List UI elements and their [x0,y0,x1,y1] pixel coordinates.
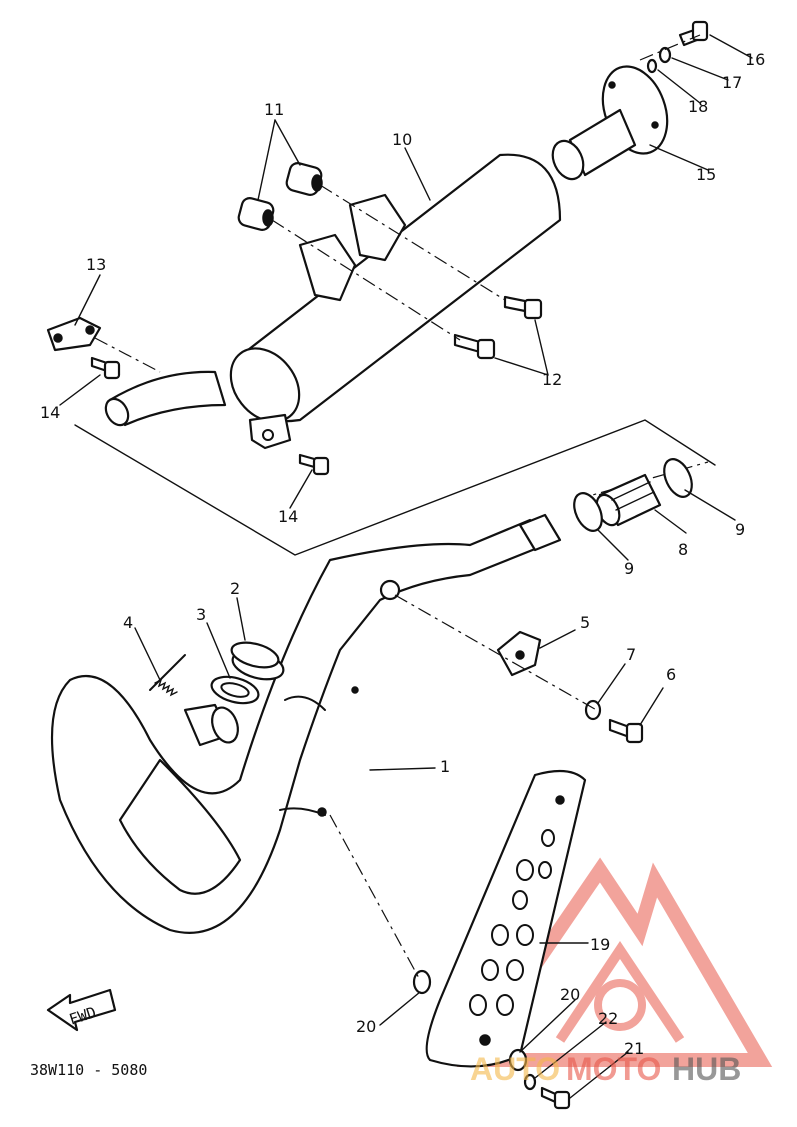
watermark-text: AUTO MOTO HUB [470,1051,741,1087]
callout-15: 15 [696,165,716,184]
callout-2: 2 [230,579,240,598]
forward-arrow-icon [46,988,117,1032]
grommet-part-20-right [508,1048,528,1072]
callout-12: 12 [542,370,562,389]
callout-11: 11 [264,100,284,119]
washer-part-7 [584,699,602,721]
watermark-moto: MOTO [566,1051,661,1087]
end-cap-part-15 [551,65,669,181]
callout-8: 8 [678,540,688,559]
callout-22: 22 [598,1009,618,1028]
screw-part-21 [540,1086,571,1110]
callout-18: 18 [688,97,708,116]
group-outline [74,419,716,556]
callout-1: 1 [440,757,450,776]
washer-part-17 [658,46,672,64]
silencer-part-10 [104,153,562,450]
callout-20-left: 20 [356,1017,376,1036]
bolt-part-6 [608,718,644,744]
callout-19: 19 [590,935,610,954]
callout-labels: 1 2 3 4 5 6 7 8 9 9 10 11 12 13 14 14 15… [40,50,765,1058]
callout-17: 17 [722,73,742,92]
callout-3: 3 [196,605,206,624]
washer-part-22 [523,1073,537,1091]
screw-part-16 [678,20,709,47]
callout-14-bottom: 14 [278,507,298,526]
exhaust-pipe-part-1 [50,513,562,934]
callout-6: 6 [666,665,676,684]
gasket-part-2 [230,641,285,681]
callout-10: 10 [392,130,412,149]
heat-protector-part-19 [425,769,587,1068]
diagram-code: 38W110 - 5080 [30,1061,147,1079]
callout-7: 7 [626,645,636,664]
spring-part-4 [149,654,239,747]
washer-part-18 [646,58,658,74]
bolt-part-12 [453,295,543,360]
callout-16: 16 [745,50,765,69]
callout-5: 5 [580,613,590,632]
callout-9-left: 9 [624,559,634,578]
clamp-part-9 [573,458,693,532]
callout-9-right: 9 [735,520,745,539]
gasket-part-3 [210,675,260,705]
damper-part-11 [237,162,323,231]
bracket-part-13 [46,316,102,352]
callout-13: 13 [86,255,106,274]
leader-lines [59,34,753,1099]
assembly-line-lower [394,594,601,713]
callout-4: 4 [123,613,133,632]
watermark-hub: HUB [672,1051,741,1087]
callout-21: 21 [624,1039,644,1058]
watermark-logo [456,857,773,1067]
bracket-part-5 [496,630,542,677]
callout-20-right: 20 [560,985,580,1004]
assembly-line-heat-protector [329,814,421,981]
callout-14-left: 14 [40,403,60,422]
bolt-part-14 [90,356,330,476]
watermark-auto: AUTO [470,1051,560,1087]
